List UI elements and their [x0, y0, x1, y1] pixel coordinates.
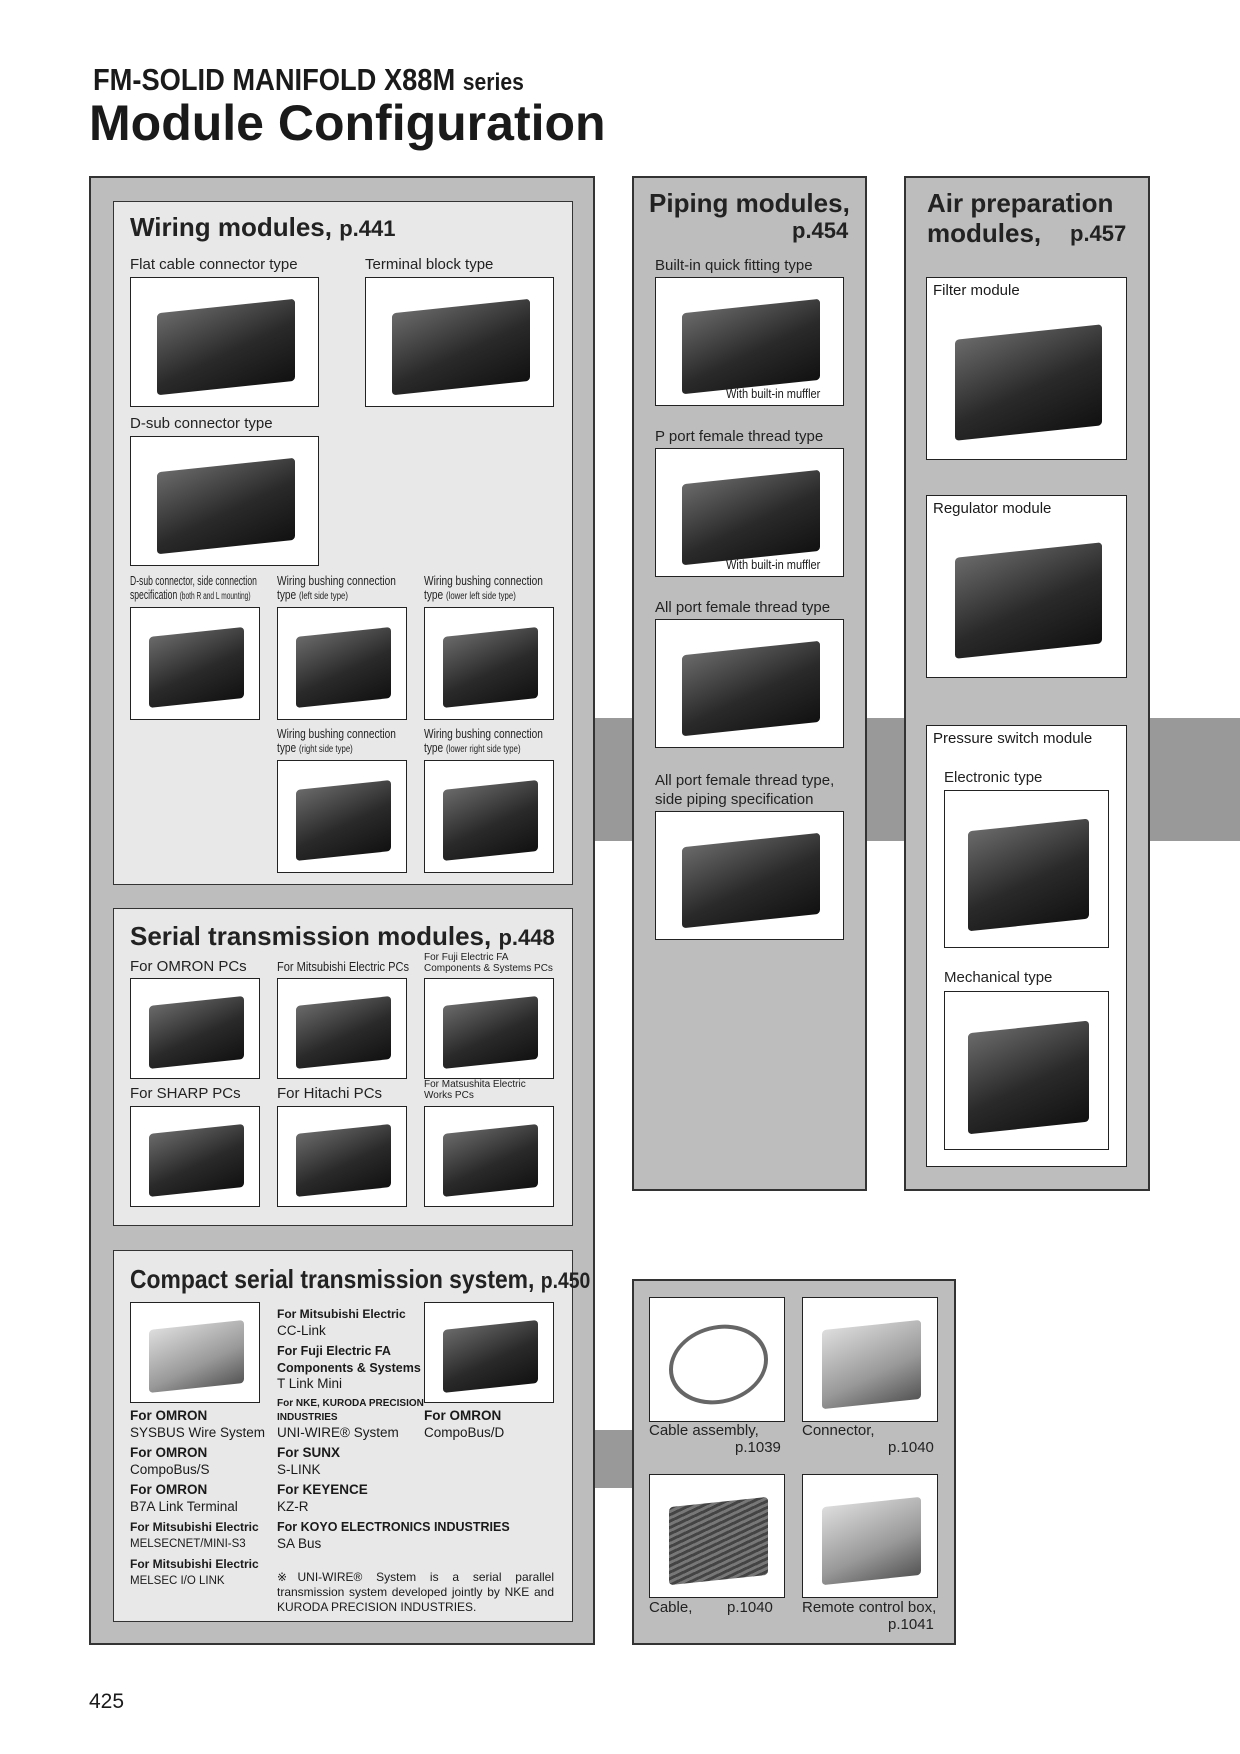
terminal-block-label: Terminal block type	[365, 256, 494, 273]
bushing-lower-right-label: Wiring bushing connection type (lower ri…	[424, 726, 543, 756]
cable-assembly-label: Cable assembly,	[649, 1422, 759, 1439]
bushing-lower-left-label: Wiring bushing connection type (lower le…	[424, 573, 543, 603]
cable-assembly-page[interactable]: p.1039	[735, 1439, 781, 1456]
dsub-label: D-sub connector type	[130, 415, 273, 432]
serial-matsushita-image	[424, 1106, 554, 1207]
quick-fitting-image: With built-in muffler	[655, 277, 844, 406]
all-port-label: All port female thread type	[655, 599, 831, 616]
air-page-link[interactable]: p.457	[1070, 221, 1127, 246]
serial-sharp-image	[130, 1106, 260, 1207]
serial-fuji-label: For Fuji Electric FA Components & System…	[424, 952, 553, 974]
serial-mitsubishi-label: For Mitsubishi Electric PCs	[277, 959, 410, 974]
pressure-switch-label: Pressure switch module	[933, 730, 1093, 747]
electronic-type-label: Electronic type	[944, 769, 1043, 786]
terminal-block-image	[365, 277, 554, 407]
muffler-note: With built-in muffler	[726, 386, 821, 401]
compact-omron-compobus-d-image	[424, 1302, 554, 1403]
filter-module-image: Filter module	[926, 277, 1127, 460]
bushing-lower-left-image	[424, 607, 554, 720]
serial-hitachi-label: For Hitachi PCs	[277, 1085, 383, 1102]
p-port-label: P port female thread type	[655, 428, 824, 445]
cable-label: Cable,	[649, 1599, 693, 1616]
compact-title: Compact serial transmission system, p.45…	[130, 1264, 591, 1294]
wiring-title: Wiring modules, p.441	[130, 212, 396, 242]
compact-page-link[interactable]: p.450	[540, 1268, 591, 1293]
mechanical-type-label: Mechanical type	[944, 969, 1053, 986]
bushing-right-label: Wiring bushing connection type (right si…	[277, 726, 396, 756]
serial-mitsubishi-image	[277, 978, 407, 1079]
dsub-side-label: D-sub connector, side connection specifi…	[130, 573, 257, 603]
side-piping-image	[655, 811, 844, 940]
series-suffix: series	[462, 69, 524, 96]
all-port-image	[655, 619, 844, 748]
dsub-side-image	[130, 607, 260, 720]
piping-page-link[interactable]: p.454	[792, 218, 849, 243]
serial-title: Serial transmission modules, p.448	[130, 921, 555, 951]
connector-label: Connector,	[802, 1422, 875, 1439]
serial-matsushita-label: For Matsushita Electric Works PCs	[424, 1079, 526, 1101]
compact-omron-sysbus-image	[130, 1302, 260, 1403]
p-port-image: With built-in muffler	[655, 448, 844, 577]
quick-fitting-label: Built-in quick fitting type	[655, 257, 813, 274]
air-title-line2: modules,	[927, 218, 1042, 248]
electronic-type-image	[944, 790, 1109, 948]
serial-sharp-label: For SHARP PCs	[130, 1085, 241, 1102]
bushing-lower-right-image	[424, 760, 554, 873]
side-piping-label: All port female thread type, side piping…	[655, 772, 835, 808]
regulator-module-label: Regulator module	[933, 500, 1052, 517]
cable-page[interactable]: p.1040	[727, 1599, 773, 1616]
serial-fuji-image	[424, 978, 554, 1079]
remote-control-box-page[interactable]: p.1041	[888, 1616, 934, 1633]
dsub-image	[130, 436, 319, 566]
regulator-module-image: Regulator module	[926, 495, 1127, 678]
page-number: 425	[89, 1690, 125, 1713]
bushing-left-image	[277, 607, 407, 720]
bushing-left-label: Wiring bushing connection type (left sid…	[277, 573, 396, 603]
wiring-page-link[interactable]: p.441	[339, 216, 396, 241]
serial-omron-label: For OMRON PCs	[130, 958, 247, 975]
cable-image	[649, 1474, 785, 1598]
mechanical-type-image	[944, 991, 1109, 1150]
remote-control-box-image	[802, 1474, 938, 1598]
flat-cable-label: Flat cable connector type	[130, 256, 298, 273]
serial-omron-image	[130, 978, 260, 1079]
flat-cable-image	[130, 277, 319, 407]
air-title-line1: Air preparation	[927, 188, 1114, 218]
cable-assembly-image	[649, 1297, 785, 1422]
connector-page[interactable]: p.1040	[888, 1439, 934, 1456]
piping-title: Piping modules,	[649, 188, 850, 218]
serial-hitachi-image	[277, 1106, 407, 1207]
connector-band-small	[594, 1430, 634, 1488]
remote-control-box-label: Remote control box,	[802, 1599, 937, 1616]
page-title: Module Configuration	[89, 95, 606, 151]
muffler-note: With built-in muffler	[726, 557, 821, 572]
series-heading: FM-SOLID MANIFOLD X88M series	[93, 62, 524, 98]
bushing-right-image	[277, 760, 407, 873]
uni-wire-note: ※UNI-WIRE® System is a serial parallel t…	[277, 1570, 554, 1614]
series-name: FM-SOLID MANIFOLD X88M	[93, 62, 456, 97]
connector-image	[802, 1297, 938, 1422]
filter-module-label: Filter module	[933, 282, 1020, 299]
serial-page-link[interactable]: p.448	[498, 925, 555, 950]
